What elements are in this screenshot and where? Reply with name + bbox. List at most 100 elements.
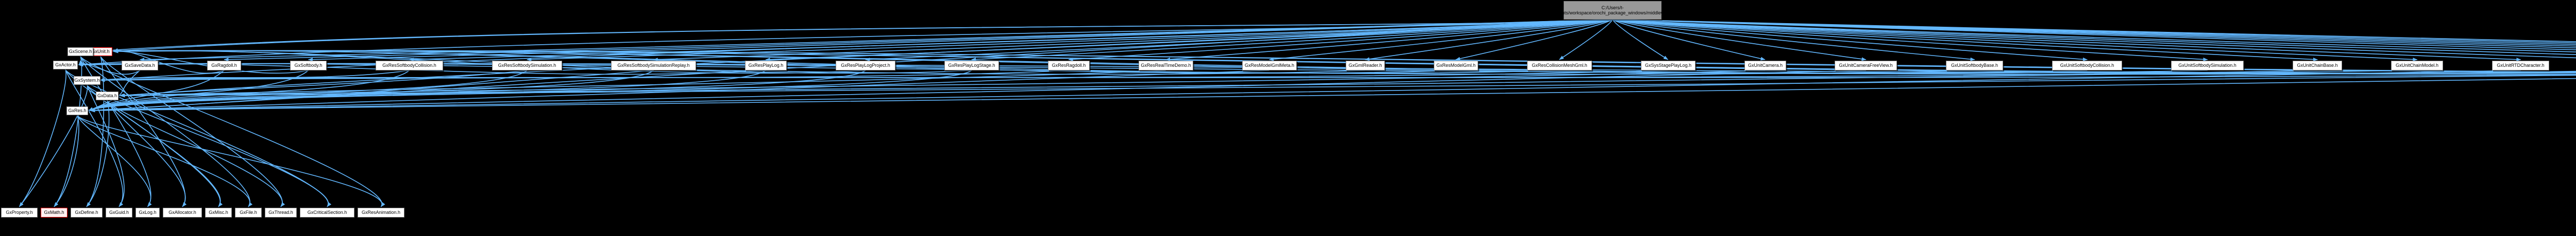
level2-node-2[interactable]: GxSoftbody.h xyxy=(290,61,327,70)
edge-mid-to-level3-0-9 xyxy=(65,69,332,207)
level3-node-4[interactable]: GxLog.h xyxy=(135,208,160,217)
edge-root-to-level2-8 xyxy=(971,19,1613,62)
level3-node-2[interactable]: GxDefine.h xyxy=(71,208,103,217)
edge-mid-to-level3-3-6 xyxy=(87,84,223,207)
edge-level2-to-mid-15 xyxy=(100,70,1668,82)
edge-root-to-level2-21 xyxy=(1612,19,2318,62)
edge-root-to-level2-23 xyxy=(1612,19,2521,62)
level3-node-3[interactable]: GxGuid.h xyxy=(106,208,132,217)
edge-root-to-level2-9 xyxy=(1068,19,1613,61)
edge-root-to-level2-31 xyxy=(1612,19,2576,44)
level2-node-12[interactable]: GxGmlReader.h xyxy=(1346,61,1385,70)
edge-mid-to-level3-4-2 xyxy=(86,100,110,207)
level3-node-9[interactable]: GxCriticalSection.h xyxy=(300,208,354,217)
edge-mid-to-level3-2-7 xyxy=(80,56,253,207)
level2-node-1[interactable]: GxRagdoll.h xyxy=(207,61,241,70)
level2-node-10[interactable]: GxResRealTimeDemo.h xyxy=(1139,61,1193,70)
edge-level2-to-mid-27 xyxy=(100,74,2576,82)
edge-level2-to-mid-3 xyxy=(100,70,410,82)
edge-root-to-level2-16 xyxy=(1612,19,1766,61)
level2-node-15[interactable]: GxSysStagePlayLog.h xyxy=(1641,61,1696,70)
edge-level2-to-mid-4 xyxy=(120,70,527,97)
level2-node-23[interactable]: GxUnitRTDCharacter.h xyxy=(2492,61,2549,70)
edge-mid-to-level3-1-8 xyxy=(100,56,285,207)
level2-node-14[interactable]: GxResCollisionMeshGml.h xyxy=(1527,61,1592,70)
level3-node-8[interactable]: GxThread.h xyxy=(265,208,297,217)
edge-level2-funnel-1 xyxy=(88,70,225,111)
edge-root-to-level2-5 xyxy=(653,19,1613,62)
mid-node-2[interactable]: GxScene.h xyxy=(67,47,93,56)
edge-root-to-level2-26 xyxy=(1612,19,2576,52)
mid-node-4[interactable]: GxData.h xyxy=(96,92,118,100)
level2-node-9[interactable]: GxResRagdoll.h xyxy=(1048,61,1090,70)
edge-root-to-mid-2 xyxy=(92,19,1613,53)
edge-root-to-level2-11 xyxy=(1269,19,1613,61)
level2-node-4[interactable]: GxResSoftbodySimulation.h xyxy=(492,61,562,70)
level2-node-8[interactable]: GxResPlayLogStage.h xyxy=(944,61,999,70)
level2-node-6[interactable]: GxResPlayLog.h xyxy=(745,61,787,70)
level3-node-1[interactable]: GxMath.h xyxy=(41,208,67,217)
edge-root-to-level2-13 xyxy=(1455,19,1613,61)
mid-node-3[interactable]: GxSystem.h xyxy=(74,76,100,85)
level2-node-17[interactable]: GxUnitCameraFreeView.h xyxy=(1835,61,1897,70)
edge-root-to-level2-25 xyxy=(1612,19,2576,56)
level2-node-16[interactable]: GxUnitCamera.h xyxy=(1744,61,1786,70)
edge-root-to-level2-2 xyxy=(308,19,1613,62)
level2-node-21[interactable]: GxUnitChainBase.h xyxy=(2293,61,2342,70)
level3-node-7[interactable]: GxFile.h xyxy=(235,208,262,217)
level3-node-10[interactable]: GxResAnimation.h xyxy=(358,208,404,217)
edge-root-to-level2-28 xyxy=(1612,19,2576,49)
edge-root-to-mid-4 xyxy=(119,19,1613,97)
edge-root-to-level2-30 xyxy=(1612,19,2576,46)
edge-mid-to-level3-3-0 xyxy=(19,84,88,207)
edge-root-to-level2-10 xyxy=(1165,19,1613,61)
edge-level2-funnel-6 xyxy=(88,70,766,111)
level2-node-0[interactable]: GxSaveData.h xyxy=(122,61,158,70)
edge-root-to-level2-14 xyxy=(1559,19,1613,60)
level2-node-7[interactable]: GxResPlayLogProject.h xyxy=(836,61,895,70)
edge-level2-to-mid-28 xyxy=(120,76,2576,98)
edge-level2-to-mid-17 xyxy=(90,70,1866,113)
edge-mid-to-level3-0-6 xyxy=(65,69,223,207)
edge-level2-funnel-7 xyxy=(88,70,866,111)
level2-node-5[interactable]: GxResSoftbodySimulationReplay.h xyxy=(611,61,696,70)
edge-mid-to-level3-5-10 xyxy=(77,115,385,207)
level3-node-5[interactable]: GxAllocator.h xyxy=(163,208,202,217)
mid-node-5[interactable]: GxRes.h xyxy=(66,106,88,115)
level2-node-22[interactable]: GxUnitChainModel.h xyxy=(2391,61,2443,70)
edge-mid-to-level3-0-3 xyxy=(65,69,124,207)
edge-root-to-level2-0 xyxy=(140,19,1613,62)
edge-root-to-level2-22 xyxy=(1612,19,2418,62)
level2-node-20[interactable]: GxUnitSoftbodySimulation.h xyxy=(2171,61,2244,70)
level3-node-6[interactable]: GxMisc.h xyxy=(205,208,232,217)
edge-root-to-level2-20 xyxy=(1612,19,2208,61)
edge-level2-to-mid-29 xyxy=(90,78,2576,113)
edge-level2-funnel-5 xyxy=(88,70,654,111)
edge-root-to-mid-0 xyxy=(77,19,1613,66)
level2-node-13[interactable]: GxResModelGml.h xyxy=(1434,61,1478,70)
edge-level2-to-mid-5 xyxy=(90,70,654,113)
edge-root-to-mid-3 xyxy=(99,19,1613,82)
edge-root-to-level2-29 xyxy=(1612,19,2576,47)
root-node[interactable]: C:/Users/t-arai/Documents/workspace/oroc… xyxy=(1536,1,1689,20)
edge-level2-funnel-8 xyxy=(88,70,972,111)
edge-mid-to-level3-1-5 xyxy=(100,56,187,207)
mid-node-0[interactable]: GxActor.h xyxy=(53,61,78,69)
edge-root-to-level2-32 xyxy=(1612,19,2576,43)
level2-node-11[interactable]: GxResModelGmlMeta.h xyxy=(1242,61,1297,70)
edge-level2-to-mid-23 xyxy=(90,70,2521,113)
level2-node-18[interactable]: GxUnitSoftbodyBase.h xyxy=(1946,61,2003,70)
edge-root-to-level2-27 xyxy=(1612,19,2576,50)
level2-node-19[interactable]: GxUnitSoftbodyCollision.h xyxy=(2052,61,2122,70)
level3-node-0[interactable]: GxProperty.h xyxy=(1,208,38,217)
edge-level2-to-mid-22 xyxy=(120,70,2417,98)
edge-mid-to-level3-3-3 xyxy=(87,84,125,207)
edge-root-to-level2-3 xyxy=(409,19,1613,62)
level2-node-3[interactable]: GxResSoftbodyCollision.h xyxy=(376,61,443,70)
edge-root-to-level2-7 xyxy=(865,19,1613,62)
edge-level2-to-mid-10 xyxy=(120,70,1166,98)
edge-level2-to-mid-21 xyxy=(100,70,2318,82)
edge-root-to-mid-1 xyxy=(112,19,1613,53)
